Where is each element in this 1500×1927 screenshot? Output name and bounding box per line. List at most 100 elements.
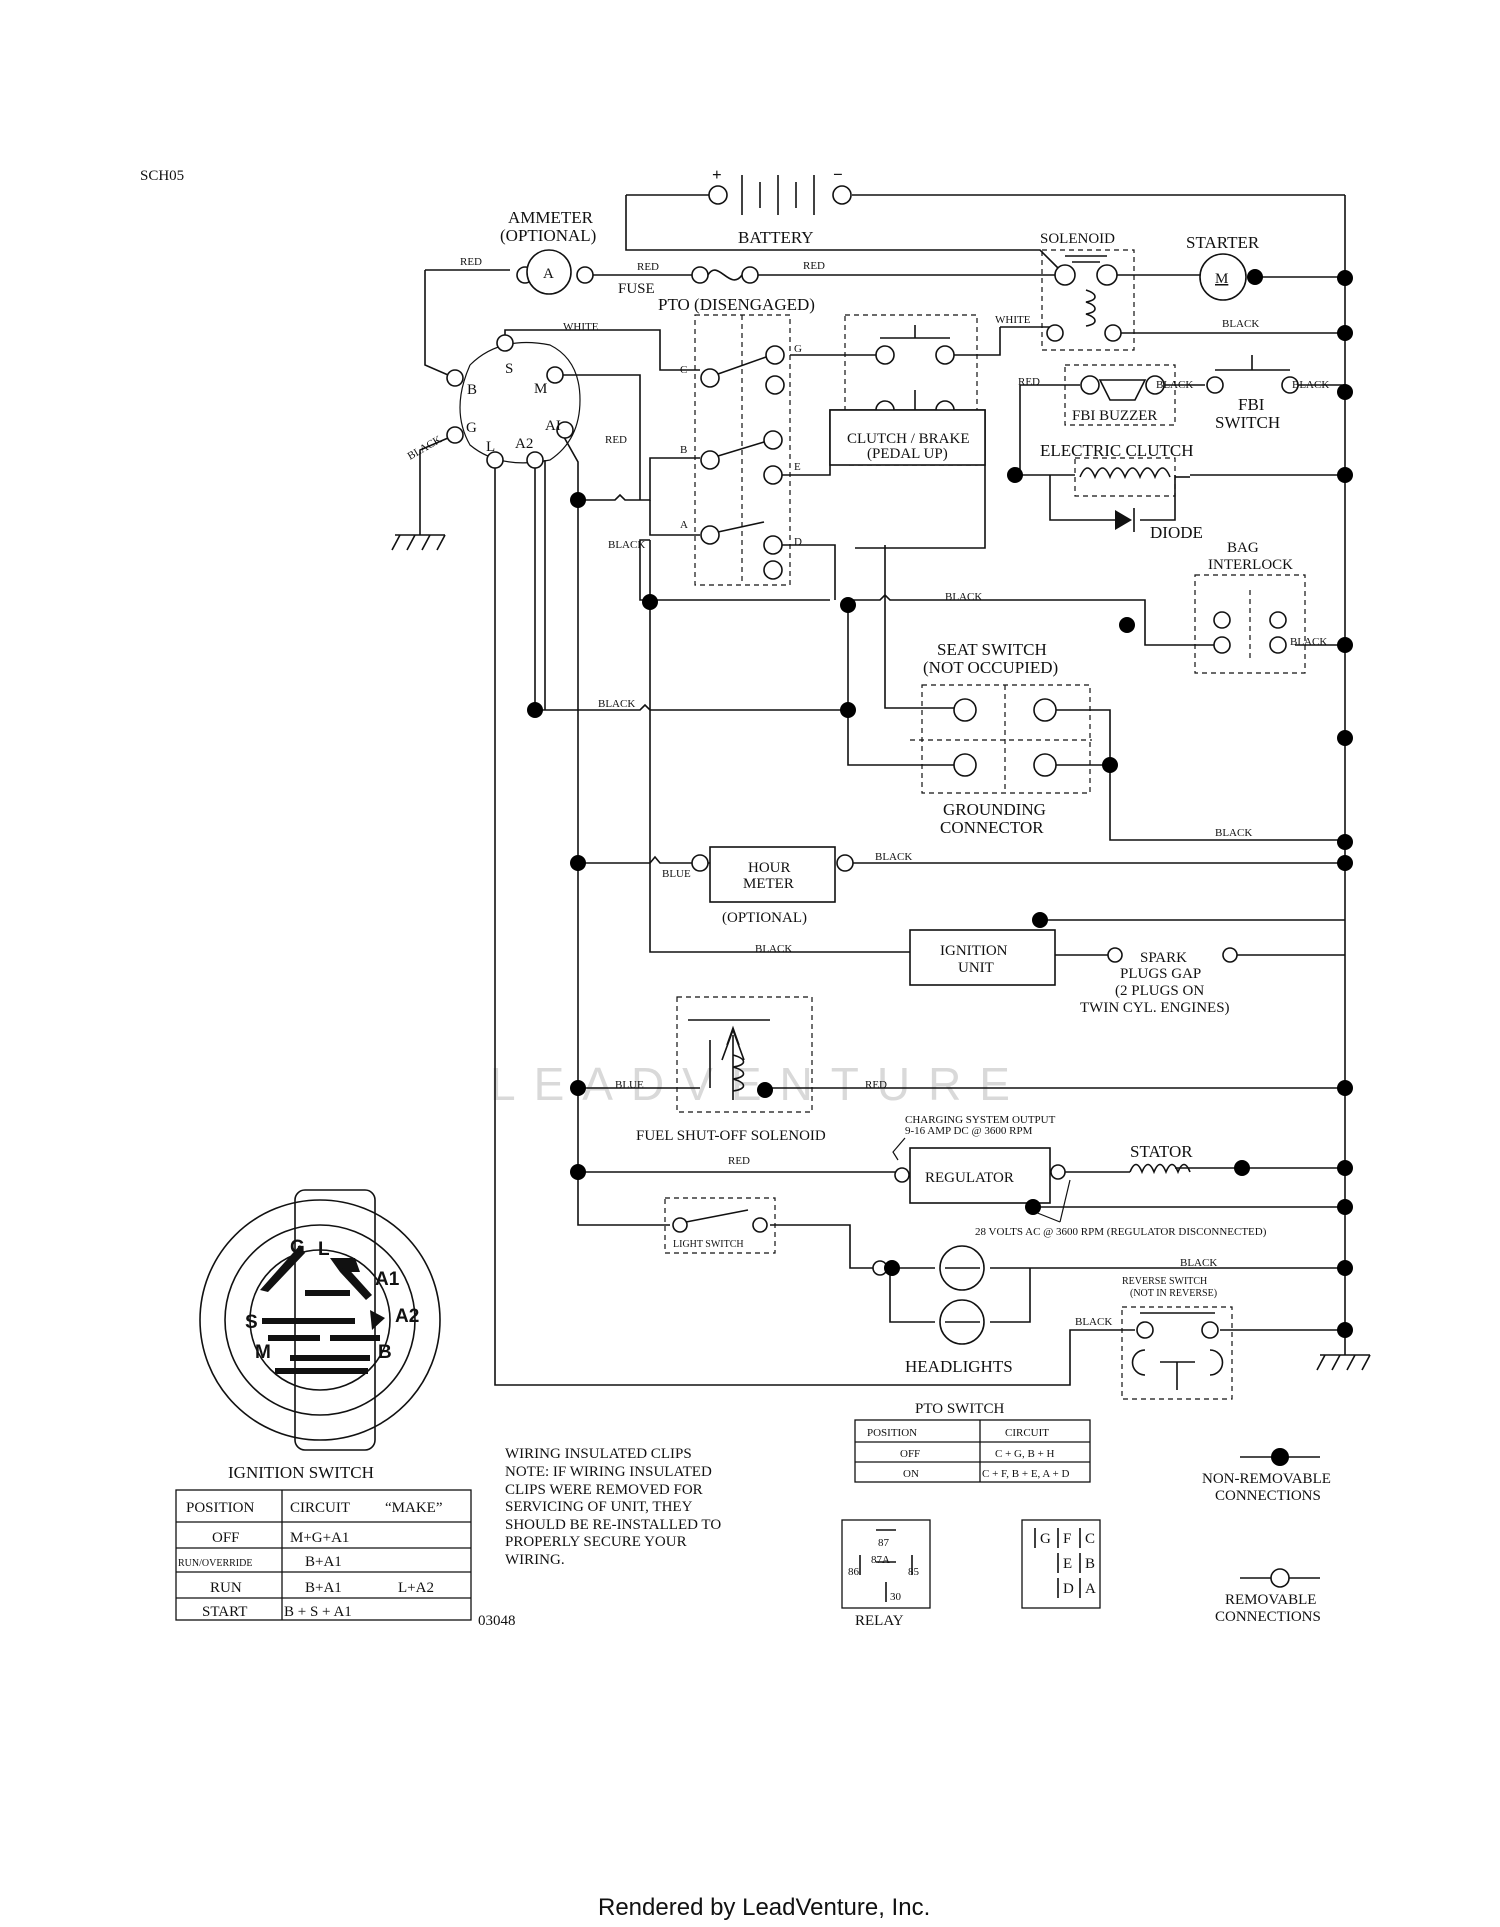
pto-switch: C G B E A D PTO (DISENGAGED) bbox=[658, 295, 815, 586]
svg-text:BLACK: BLACK bbox=[406, 434, 444, 463]
svg-text:BLACK: BLACK bbox=[1075, 1316, 1112, 1328]
svg-text:B: B bbox=[1085, 1556, 1095, 1572]
svg-text:OFF: OFF bbox=[900, 1448, 920, 1460]
svg-text:RED: RED bbox=[865, 1079, 887, 1091]
svg-text:HOUR: HOUR bbox=[748, 860, 791, 876]
svg-text:SWITCH: SWITCH bbox=[1215, 413, 1280, 432]
svg-text:CLIPS WERE REMOVED FOR: CLIPS WERE REMOVED FOR bbox=[505, 1482, 703, 1498]
svg-text:86: 86 bbox=[848, 1566, 860, 1578]
light-switch: LIGHT SWITCH bbox=[664, 1197, 776, 1254]
drawing-number: 03048 bbox=[478, 1613, 516, 1629]
svg-text:WHITE: WHITE bbox=[995, 314, 1031, 326]
svg-text:30: 30 bbox=[890, 1591, 902, 1603]
svg-text:BAG: BAG bbox=[1227, 540, 1259, 556]
svg-text:L+A2: L+A2 bbox=[398, 1580, 434, 1596]
svg-text:BLACK: BLACK bbox=[1290, 636, 1327, 648]
svg-text:REGULATOR: REGULATOR bbox=[925, 1170, 1014, 1186]
svg-text:C + F, B + E, A + D: C + F, B + E, A + D bbox=[982, 1468, 1069, 1480]
svg-text:A: A bbox=[680, 519, 688, 531]
battery-plus: + bbox=[712, 165, 722, 184]
svg-text:INTERLOCK: INTERLOCK bbox=[1208, 557, 1293, 573]
svg-text:NON-REMOVABLE: NON-REMOVABLE bbox=[1202, 1471, 1331, 1487]
svg-text:A1: A1 bbox=[375, 1269, 400, 1290]
svg-text:WIRING.: WIRING. bbox=[505, 1552, 565, 1568]
svg-text:FBI: FBI bbox=[1238, 395, 1265, 414]
svg-text:85: 85 bbox=[908, 1566, 920, 1578]
svg-text:STARTER: STARTER bbox=[1186, 233, 1260, 252]
svg-text:BLACK: BLACK bbox=[1156, 379, 1193, 391]
wires bbox=[391, 194, 1371, 1386]
svg-text:BLACK: BLACK bbox=[875, 851, 912, 863]
svg-text:AMMETER: AMMETER bbox=[508, 208, 594, 227]
svg-text:(2 PLUGS ON: (2 PLUGS ON bbox=[1115, 983, 1204, 999]
svg-text:START: START bbox=[202, 1604, 247, 1620]
svg-text:SEAT SWITCH: SEAT SWITCH bbox=[937, 640, 1047, 659]
svg-text:C + G, B + H: C + G, B + H bbox=[995, 1448, 1055, 1460]
svg-text:PLUGS GAP: PLUGS GAP bbox=[1120, 966, 1201, 982]
svg-text:A2: A2 bbox=[395, 1306, 419, 1327]
svg-text:BLACK: BLACK bbox=[755, 943, 792, 955]
electric-clutch: ELECTRIC CLUTCH DIODE bbox=[1020, 441, 1345, 542]
svg-text:CIRCUIT: CIRCUIT bbox=[290, 1500, 350, 1516]
svg-text:BLACK: BLACK bbox=[1292, 379, 1329, 391]
svg-text:G: G bbox=[794, 343, 802, 355]
svg-text:M: M bbox=[255, 1342, 271, 1363]
svg-text:L: L bbox=[486, 439, 495, 455]
svg-text:SHOULD BE RE-INSTALLED TO: SHOULD BE RE-INSTALLED TO bbox=[505, 1517, 721, 1533]
svg-text:IGNITION SWITCH: IGNITION SWITCH bbox=[228, 1463, 374, 1482]
svg-text:G: G bbox=[466, 420, 477, 436]
svg-text:A: A bbox=[1085, 1581, 1096, 1597]
svg-text:G: G bbox=[290, 1237, 305, 1258]
svg-text:RED: RED bbox=[803, 260, 825, 272]
svg-text:GROUNDING: GROUNDING bbox=[943, 800, 1046, 819]
battery: + − BATTERY bbox=[708, 165, 852, 247]
svg-text:CHARGING SYSTEM OUTPUT: CHARGING SYSTEM OUTPUT bbox=[905, 1114, 1056, 1126]
ignition-unit: IGNITION UNIT SPARK PLUGS GAP (2 PLUGS O… bbox=[909, 929, 1238, 1016]
svg-text:(OPTIONAL): (OPTIONAL) bbox=[722, 910, 807, 926]
svg-text:CONNECTIONS: CONNECTIONS bbox=[1215, 1488, 1321, 1504]
svg-text:FUEL SHUT-OFF SOLENOID: FUEL SHUT-OFF SOLENOID bbox=[636, 1128, 826, 1144]
svg-text:RELAY: RELAY bbox=[855, 1613, 904, 1629]
ignition-switch-diagram: G L A1 S A2 M B IGNITION SWITCH bbox=[199, 1189, 441, 1482]
ignition-switch-table: POSITION CIRCUIT “MAKE” OFF M+G+A1 RUN/O… bbox=[175, 1489, 472, 1621]
regulator: REGULATOR CHARGING SYSTEM OUTPUT 9-16 AM… bbox=[892, 1114, 1267, 1238]
svg-text:87A: 87A bbox=[871, 1554, 890, 1566]
svg-text:E: E bbox=[1063, 1556, 1072, 1572]
svg-text:ON: ON bbox=[903, 1468, 919, 1480]
svg-text:BLACK: BLACK bbox=[945, 591, 982, 603]
starter-motor: M STARTER bbox=[1186, 233, 1260, 301]
svg-text:F: F bbox=[1063, 1531, 1071, 1547]
pto-connector-pins: G F C E B D A bbox=[1021, 1519, 1101, 1609]
svg-text:HEADLIGHTS: HEADLIGHTS bbox=[905, 1357, 1013, 1376]
svg-text:CONNECTOR: CONNECTOR bbox=[940, 818, 1044, 837]
seat-switch: SEAT SWITCH (NOT OCCUPIED) GROUNDING CON… bbox=[910, 640, 1092, 837]
svg-text:CIRCUIT: CIRCUIT bbox=[1005, 1427, 1049, 1439]
svg-text:IGNITION: IGNITION bbox=[940, 943, 1008, 959]
svg-text:B: B bbox=[467, 382, 477, 398]
svg-text:B: B bbox=[378, 1342, 392, 1363]
svg-text:LIGHT SWITCH: LIGHT SWITCH bbox=[673, 1239, 744, 1250]
svg-text:POSITION: POSITION bbox=[186, 1500, 255, 1516]
relay-diagram: 87 87A 86 85 30 RELAY bbox=[841, 1519, 931, 1629]
fuel-shutoff-solenoid: FUEL SHUT-OFF SOLENOID bbox=[636, 996, 826, 1144]
svg-text:M: M bbox=[1215, 271, 1228, 287]
svg-text:UNIT: UNIT bbox=[958, 960, 994, 976]
svg-text:FUSE: FUSE bbox=[618, 281, 655, 297]
svg-text:D: D bbox=[794, 536, 802, 548]
svg-text:AI: AI bbox=[545, 418, 561, 434]
svg-text:POSITION: POSITION bbox=[867, 1427, 917, 1439]
svg-text:BLACK: BLACK bbox=[1180, 1257, 1217, 1269]
ammeter: A AMMETER (OPTIONAL) bbox=[500, 208, 596, 295]
svg-text:TWIN CYL. ENGINES): TWIN CYL. ENGINES) bbox=[1080, 1000, 1230, 1016]
svg-text:BLUE: BLUE bbox=[662, 868, 691, 880]
svg-text:NOTE: IF WIRING INSULATED: NOTE: IF WIRING INSULATED bbox=[505, 1464, 712, 1480]
svg-text:SERVICING OF UNIT, THEY: SERVICING OF UNIT, THEY bbox=[505, 1499, 693, 1515]
svg-text:RUN: RUN bbox=[210, 1580, 242, 1596]
hour-meter: HOUR METER (OPTIONAL) bbox=[691, 846, 854, 926]
watermark: LEADVENTURE bbox=[490, 1058, 1028, 1110]
svg-text:C: C bbox=[1085, 1531, 1095, 1547]
svg-text:87: 87 bbox=[878, 1537, 890, 1549]
headlights: HEADLIGHTS bbox=[872, 1245, 1013, 1376]
legend-dot-open bbox=[1270, 1568, 1290, 1588]
